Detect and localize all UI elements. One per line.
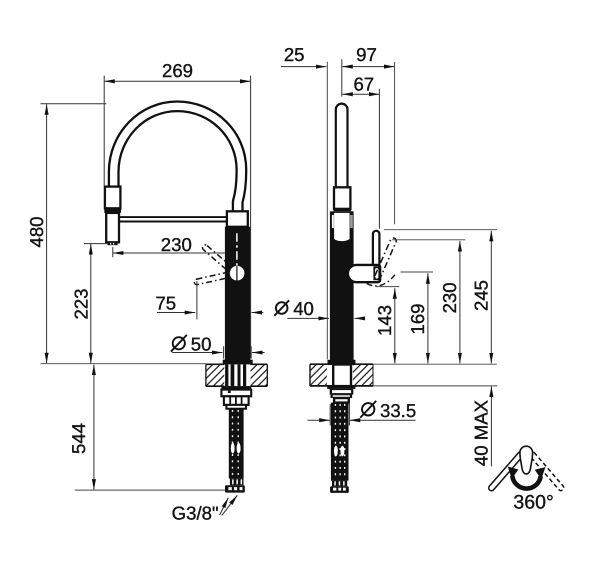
spray-head — [103, 185, 122, 246]
side-view: 25 97 67 40 143 169 230 245 33.5 40 MAX — [273, 44, 498, 493]
dim-spray-head-height: 223 — [70, 288, 91, 319]
dim-under-counter-length: 544 — [68, 423, 89, 454]
dim-spout-axis-to-lever-tip: 97 — [356, 44, 377, 65]
dim-lever-tilted-height: 230 — [439, 282, 460, 313]
base-flange-front — [222, 359, 253, 365]
front-view: 269 480 223 544 230 75 50 G3/8" — [26, 60, 268, 524]
dim-lever-reach: 75 — [155, 292, 176, 313]
support-arm — [119, 216, 227, 223]
faucet-body-front — [222, 226, 253, 365]
spout-collar — [332, 186, 352, 211]
fixing-nut-front — [220, 386, 253, 410]
diameter-symbol-50 — [171, 336, 186, 351]
fixing-nut-side — [327, 363, 356, 404]
dim-handle-pivot-height: 169 — [407, 303, 428, 334]
aerator-tip — [107, 242, 118, 246]
supply-hose-side — [330, 402, 349, 493]
dim-body-diameter-front: 50 — [191, 333, 212, 354]
lever-swing-arc — [366, 274, 396, 287]
rotation-arrow-arc — [510, 475, 543, 491]
rotation-icon: 360° — [487, 445, 565, 514]
rotation-arrow-right-head — [534, 467, 546, 480]
mounting-shank-front — [224, 364, 251, 387]
supply-thread-label: G3/8" — [172, 503, 219, 524]
spout-tube — [334, 102, 349, 188]
dim-hose-arc-width: 269 — [162, 60, 193, 81]
handle-side — [346, 229, 397, 287]
faucet-body-side — [327, 211, 356, 365]
hose-coupling-block — [225, 210, 249, 228]
dim-handle-bottom-height: 143 — [374, 305, 395, 336]
front-dimensions — [40, 75, 265, 516]
side-dimensions — [273, 59, 498, 467]
diameter-symbol-40 — [274, 301, 289, 315]
dim-hose-diameter: 33.5 — [380, 400, 416, 421]
dim-base-to-spout-axis: 25 — [284, 44, 305, 65]
rotation-arrow-left-head — [507, 466, 519, 479]
lever-phantom-front — [193, 244, 233, 286]
rotation-label: 360° — [513, 492, 553, 514]
supply-hose-front — [225, 408, 245, 493]
dim-spray-to-body-axis: 230 — [161, 234, 192, 255]
dim-body-diameter-side: 40 — [293, 298, 314, 319]
dim-lever-top-height: 245 — [471, 280, 492, 311]
dim-spout-axis-to-lever: 67 — [353, 73, 374, 94]
lever-rod — [371, 229, 381, 265]
base-flange-side — [327, 359, 356, 365]
countertop-front — [205, 363, 268, 388]
spray-hose-arch — [107, 100, 248, 214]
dim-counter-thickness-max: 40 MAX — [471, 399, 492, 466]
lever-knob — [519, 445, 534, 475]
diameter-symbol-33-5 — [361, 402, 376, 417]
dim-height-above-counter: 480 — [26, 216, 47, 247]
lever-phantom-side — [373, 237, 397, 281]
